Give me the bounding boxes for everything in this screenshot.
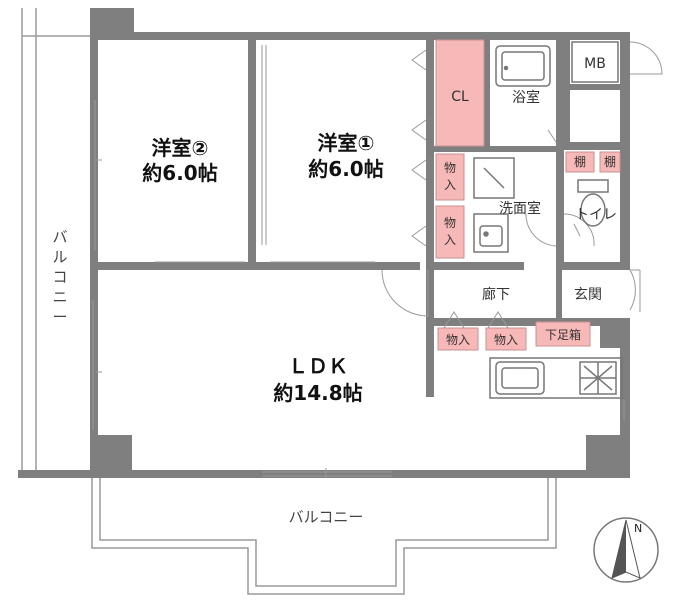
storage-a-fill [435,153,465,201]
ldk-name: ＬＤＫ [288,354,348,378]
compass-north-label: N [634,522,642,535]
door-entrance [629,269,636,311]
western2-size: 約6.0帖 [142,161,217,185]
side-balcony-label: バ ル コ ニ ー [52,228,67,326]
western1-size: 約6.0帖 [308,157,383,181]
fixtures [473,41,623,399]
wall-hall-left [426,262,434,397]
toilet-label: トイレ [575,207,617,223]
storage-a-label-2: 入 [444,178,456,192]
wall-wash-bottom [434,262,524,270]
wall-left-lower [90,276,98,476]
windows [92,45,625,478]
wall-kitchen-top [434,318,630,326]
wall-mb-bottom [570,84,620,90]
washroom-label: 洗面室 [499,200,541,217]
kitchen-counter [489,357,623,399]
compass-icon: N [593,517,659,583]
ldk-size: 約14.8帖 [273,381,362,405]
meter-box-label: MB [584,56,606,72]
storage-d-label: 物入 [494,333,518,347]
bathtub-inner [501,51,545,81]
wall-right-lower [620,320,630,478]
wall-w2-w1 [248,40,256,268]
wall-bath-right [556,40,570,150]
hallway-label: 廊下 [482,286,510,303]
wall-left-upper [90,40,98,262]
storage-fills [435,39,621,351]
side-balcony-char-1: バ [52,228,67,246]
wall-toilet-bottom [556,262,620,270]
washer [473,157,515,199]
shelf-2-fill [599,151,621,173]
wall-top [90,32,630,40]
wall-bottom [90,470,630,478]
bottom-balcony-outline [91,478,557,595]
storage-d-fill [485,327,527,351]
storage-a-label-1: 物 [444,161,456,175]
wall-bath-bottom [434,146,556,152]
closet-door-marks [411,49,509,329]
side-balcony-char-2: ル [52,248,67,266]
closet-cl-fill [435,39,485,147]
wall-entrance-left [556,262,562,320]
kitchen-sink-inner [501,367,539,389]
side-balcony-char-3: コ [52,268,67,286]
basin [473,213,509,253]
wall-toilet-left [556,150,564,270]
storage-c-fill [437,327,479,351]
storage-c-label: 物入 [446,333,470,347]
western2-name: 洋室② [152,136,209,160]
wall-mb-mid [570,142,620,150]
side-balcony-char-4: ニ [52,288,67,306]
bathtub [495,45,551,87]
bathroom-label: 浴室 [512,89,540,106]
storage-b-label-2: 入 [444,233,456,247]
walls [18,8,630,478]
left-balcony-floor [18,470,130,478]
bottom-balcony-label: バルコニー [289,508,364,526]
closet-label: CL [451,89,469,105]
shelf-1-label: 棚 [574,154,586,169]
storage-b-label-1: 物 [444,216,456,230]
toilet-tank [577,179,609,193]
side-balcony-outline [21,8,92,475]
shoebox-label: 下足箱 [545,327,581,342]
wall-w1-right [426,40,434,162]
western1-name: 洋室① [318,131,375,155]
shoebox-fill [535,321,591,347]
shelf-2-label: 棚 [604,154,616,169]
wall-right-upper [620,40,630,270]
entrance-label: 玄関 [574,286,602,303]
storage-labels: 物 入 物 入 棚 棚 物入 物入 下足箱 [444,154,616,347]
mb-box [571,41,619,83]
basin-inner [479,225,503,247]
wall-w1-right-lower [426,150,434,268]
door-wash [525,213,557,247]
kitchen-sink [495,361,545,395]
room-labels: 洋室② 約6.0帖 洋室① 約6.0帖 ＬＤＫ 約14.8帖 CL 浴室 MB … [142,56,617,405]
wall-shoebox-block [600,318,630,348]
wall-cl-bath [484,40,490,150]
door-ldk [381,269,429,317]
door-mb [629,41,663,75]
shelf-1-fill [565,151,595,173]
side-balcony-char-5: ー [52,308,67,326]
storage-b-fill [435,205,465,259]
toilet-bowl [580,193,606,227]
